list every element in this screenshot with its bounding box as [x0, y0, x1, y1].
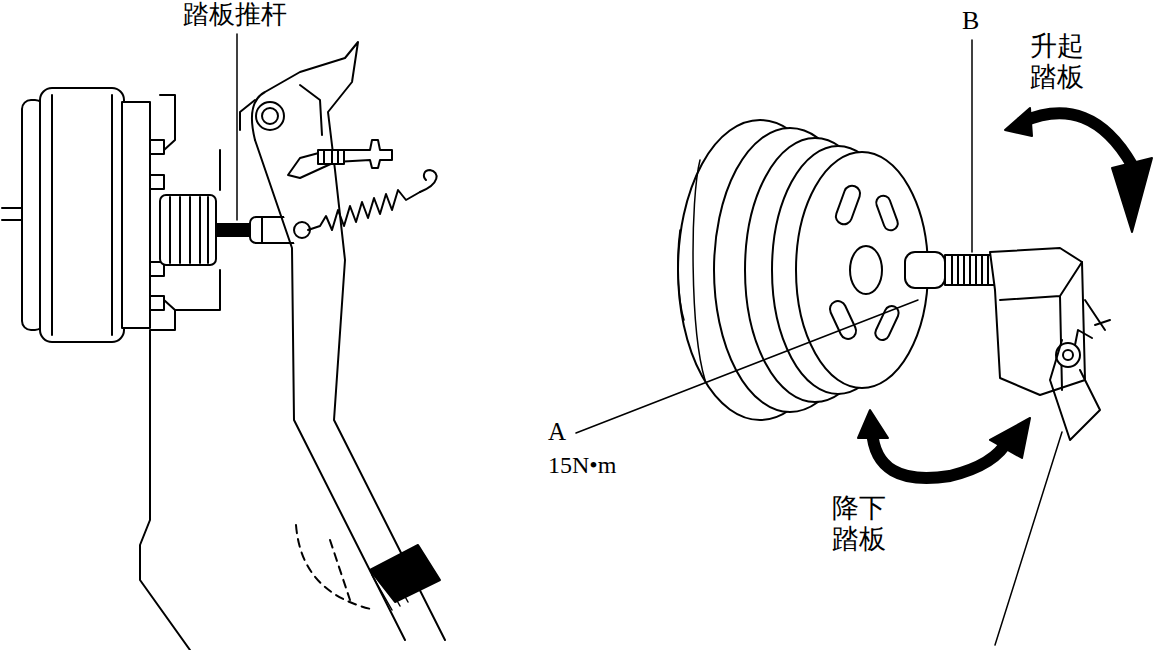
- raise-arrow: [1005, 108, 1152, 232]
- rubber-boot: [160, 195, 216, 265]
- callout-letter: A: [548, 418, 566, 447]
- stop-lamp-switch: [288, 140, 392, 178]
- direction-label: 降下 踏板: [832, 492, 892, 554]
- leader-line: [576, 300, 918, 433]
- brake-booster: [2, 88, 164, 342]
- leader-line: [236, 34, 238, 220]
- clevis: [990, 248, 1110, 440]
- booster-closeup: [678, 120, 928, 420]
- lower-arrow: [858, 410, 1030, 478]
- return-spring: [308, 170, 437, 230]
- torque-value: 15N•m: [548, 452, 616, 480]
- brake-pedal: [252, 42, 445, 640]
- part-label: 踏板推杆: [183, 0, 287, 30]
- leader-line: [971, 40, 973, 252]
- lock-nut-and-rod: [905, 252, 995, 288]
- leader-line: [995, 432, 1062, 645]
- callout-letter: B: [962, 6, 979, 36]
- direction-label: 升起 踏板: [1030, 30, 1090, 92]
